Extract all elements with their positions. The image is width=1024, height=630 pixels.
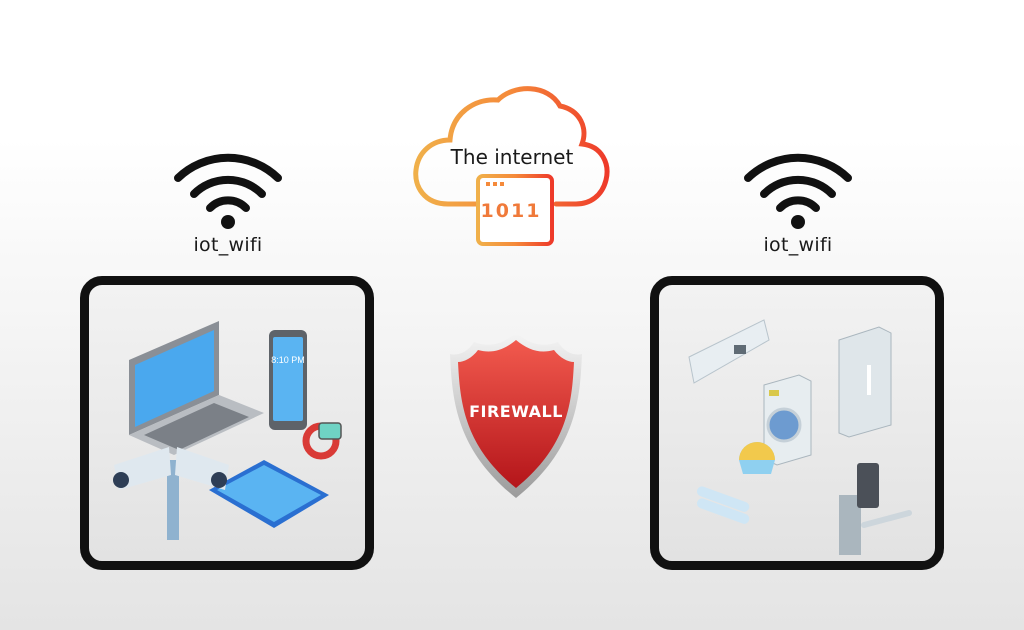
binary-glyph: 1011: [480, 200, 542, 222]
refrigerator-icon: [838, 326, 892, 438]
smartwatch-icon: [302, 422, 342, 460]
cfl-bulb-icon: [696, 486, 750, 524]
svg-text:8:10 PM: 8:10 PM: [271, 355, 305, 365]
wifi-ssid-label: iot_wifi: [193, 234, 263, 256]
wifi-icon: [170, 150, 286, 230]
laptop-icon: [129, 321, 264, 455]
smart-home-illustration: [688, 319, 912, 555]
smartphone-icon: 8:10 PM: [269, 330, 307, 430]
wifi-ssid-label: iot_wifi: [763, 234, 833, 256]
wifi-icon: [740, 150, 856, 230]
internet-label: The internet: [450, 145, 574, 169]
air-conditioner-icon: [688, 319, 770, 384]
personal-devices-illustration: 8:10 PM: [113, 321, 342, 540]
smart-bulb-icon: [739, 442, 775, 474]
shield-icon: [450, 332, 582, 498]
iot-network-box-personal-devices: 8:10 PM: [80, 276, 374, 570]
security-camera-icon: [113, 447, 229, 540]
cloud-icon: [413, 86, 610, 246]
internet-cloud: [410, 78, 615, 253]
smart-door-lock-icon: [839, 463, 912, 555]
iot-network-box-smart-home: [650, 276, 944, 570]
firewall-label: FIREWALL: [469, 402, 563, 421]
washing-machine-icon: [763, 374, 812, 466]
tablet-icon: [209, 460, 329, 528]
firewall-shield: [446, 330, 586, 500]
